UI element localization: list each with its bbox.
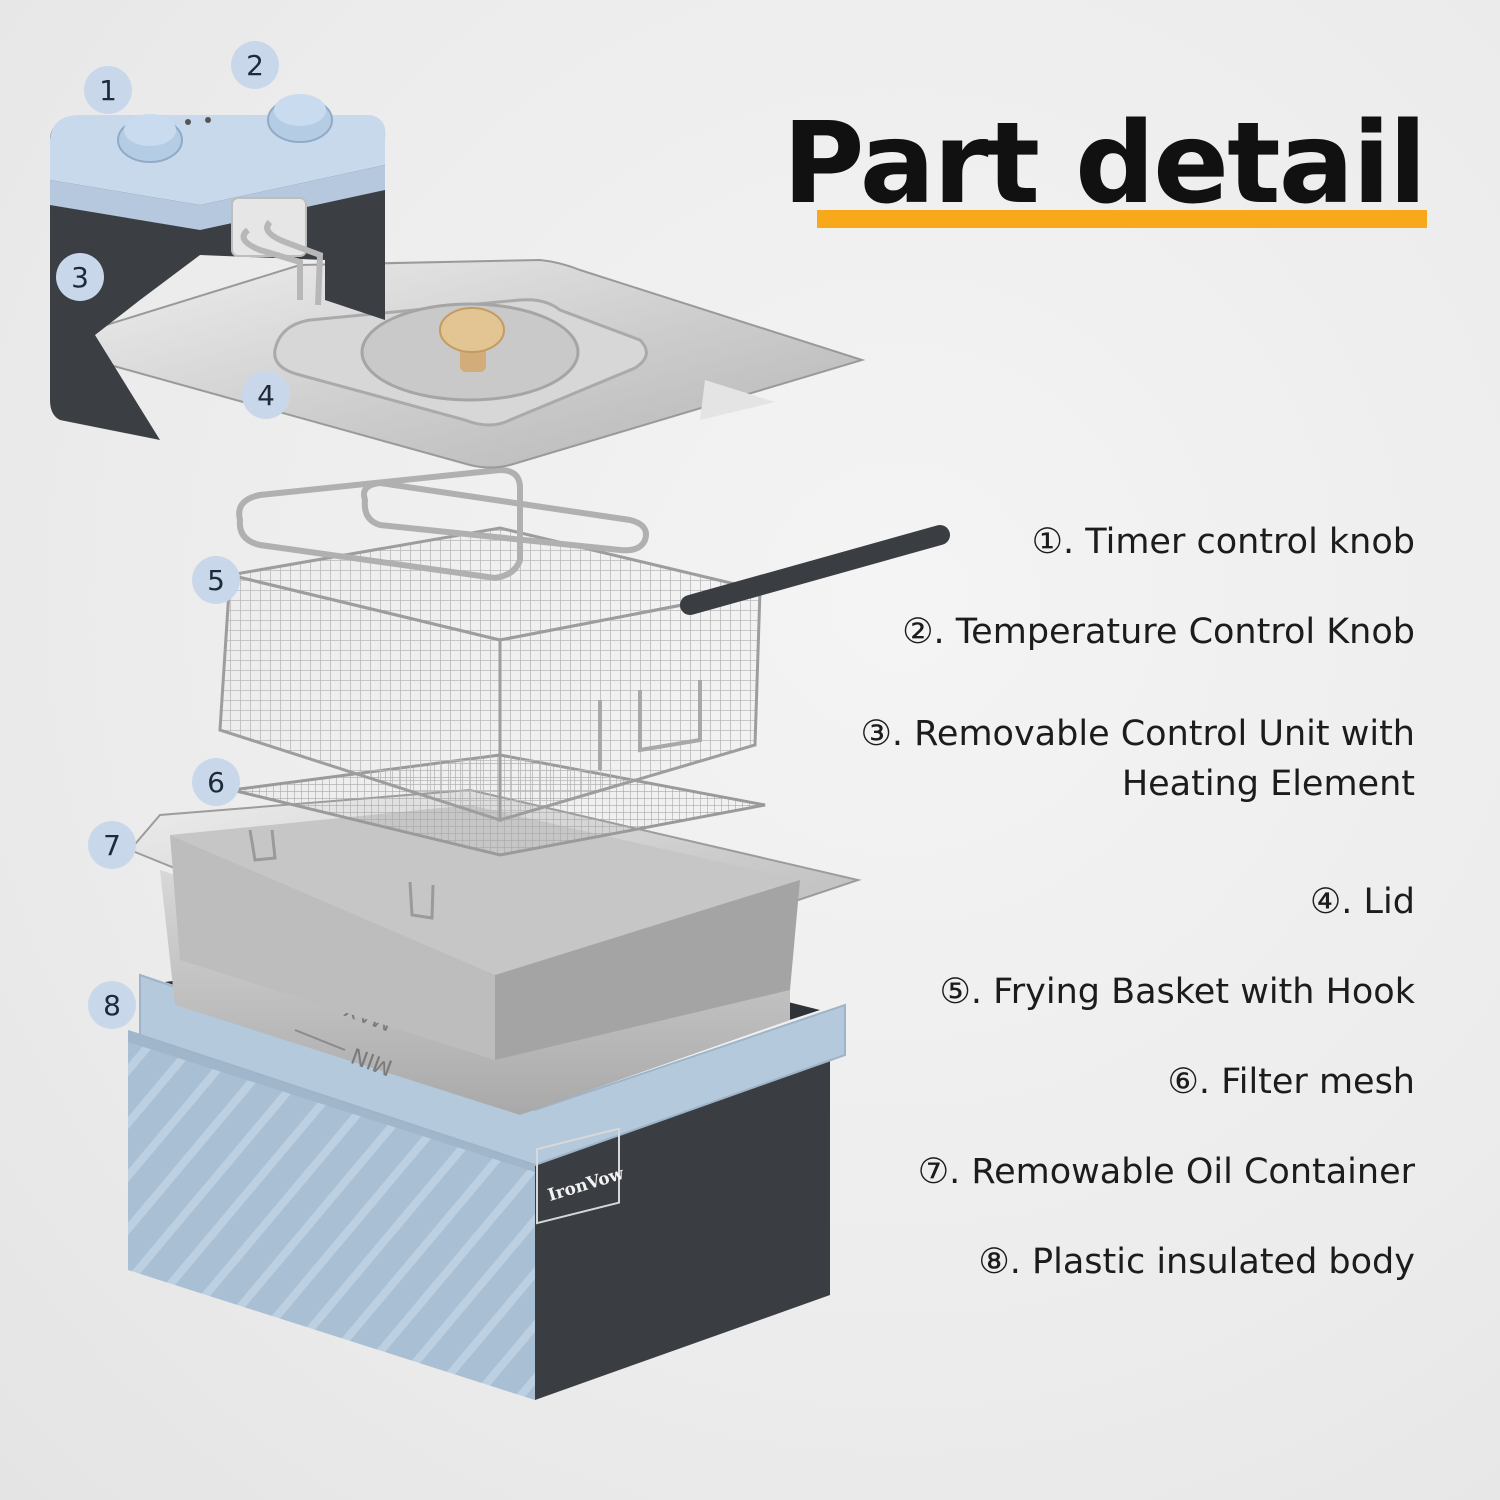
svg-text:6: 6 bbox=[207, 766, 225, 799]
parts-legend: ①. Timer control knob ②. Temperature Con… bbox=[755, 0, 1415, 1500]
frying-basket bbox=[218, 466, 950, 823]
callout-badge-6: 6 bbox=[192, 758, 240, 806]
part-label-7: ⑦. Remowable Oil Container bbox=[917, 1152, 1415, 1192]
callout-badge-3: 3 bbox=[56, 253, 104, 301]
callout-badge-5: 5 bbox=[192, 556, 240, 604]
title-underline bbox=[817, 210, 1427, 228]
callout-badge-1: 1 bbox=[84, 66, 132, 114]
svg-text:3: 3 bbox=[71, 261, 89, 294]
part-label-6: ⑥. Filter mesh bbox=[1167, 1062, 1415, 1102]
callout-badge-8: 8 bbox=[88, 981, 136, 1029]
lid bbox=[88, 258, 866, 469]
svg-text:1: 1 bbox=[99, 74, 117, 107]
part-label-5: ⑤. Frying Basket with Hook bbox=[939, 972, 1415, 1012]
svg-text:8: 8 bbox=[103, 989, 121, 1022]
oil-container bbox=[128, 788, 862, 1060]
part-label-4: ④. Lid bbox=[1309, 882, 1415, 922]
svg-text:2: 2 bbox=[246, 49, 264, 82]
callout-badge-4: 4 bbox=[242, 371, 290, 419]
part-label-3-line2: Heating Element bbox=[1121, 764, 1415, 804]
part-label-8: ⑧. Plastic insulated body bbox=[978, 1242, 1415, 1282]
callout-badge-7: 7 bbox=[88, 821, 136, 869]
callout-badge-2: 2 bbox=[231, 41, 279, 89]
svg-text:4: 4 bbox=[257, 379, 275, 412]
part-label-1: ①. Timer control knob bbox=[1031, 522, 1415, 562]
page-title: Part detail bbox=[782, 99, 1427, 229]
part-label-3: ③. Removable Control Unit with bbox=[860, 714, 1415, 754]
part-label-2: ②. Temperature Control Knob bbox=[902, 612, 1415, 652]
control-unit bbox=[50, 94, 386, 440]
svg-text:5: 5 bbox=[207, 564, 225, 597]
svg-text:7: 7 bbox=[103, 829, 121, 862]
